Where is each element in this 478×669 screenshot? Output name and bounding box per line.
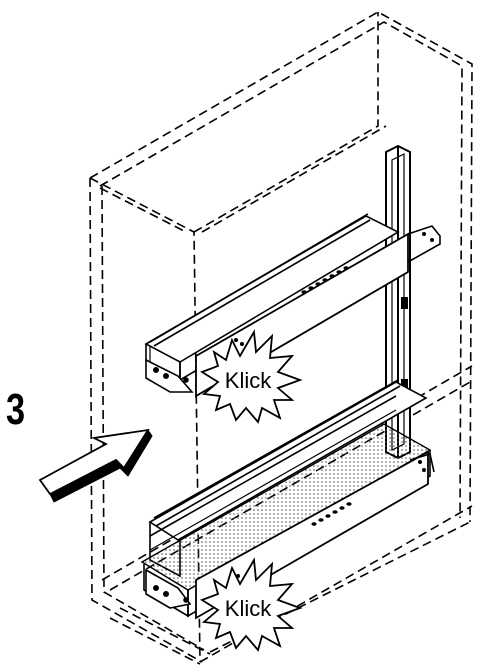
step-number: 3 [6, 385, 26, 434]
klick-label-upper: Klick [225, 368, 272, 393]
lower-klick-burst: Klick [199, 557, 303, 652]
lower-tray [140, 379, 435, 620]
insertion-arrow-icon [38, 428, 153, 503]
klick-label-lower: Klick [225, 596, 272, 621]
upper-klick-burst: Klick [199, 329, 303, 424]
upper-tray-holes [234, 232, 434, 346]
